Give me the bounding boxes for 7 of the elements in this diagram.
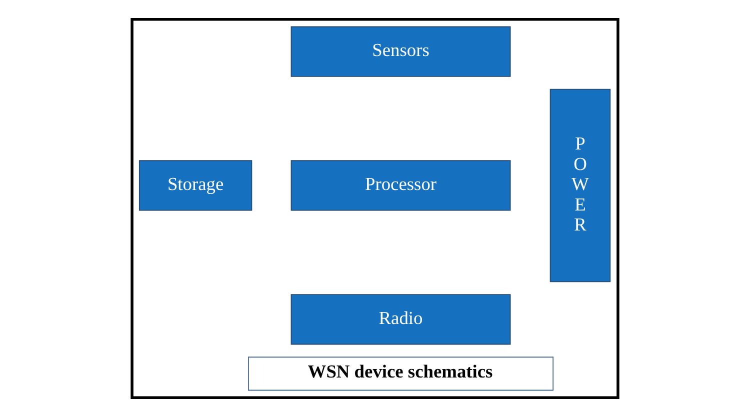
node-box: Sensors [290, 26, 511, 77]
node-box: Processor [290, 160, 511, 211]
node-box: Radio [290, 294, 511, 345]
node-box: POWER [550, 88, 611, 282]
node-box: WSN device schematics [248, 356, 554, 391]
node-box: Storage [138, 160, 252, 211]
cluster [130, 18, 620, 399]
